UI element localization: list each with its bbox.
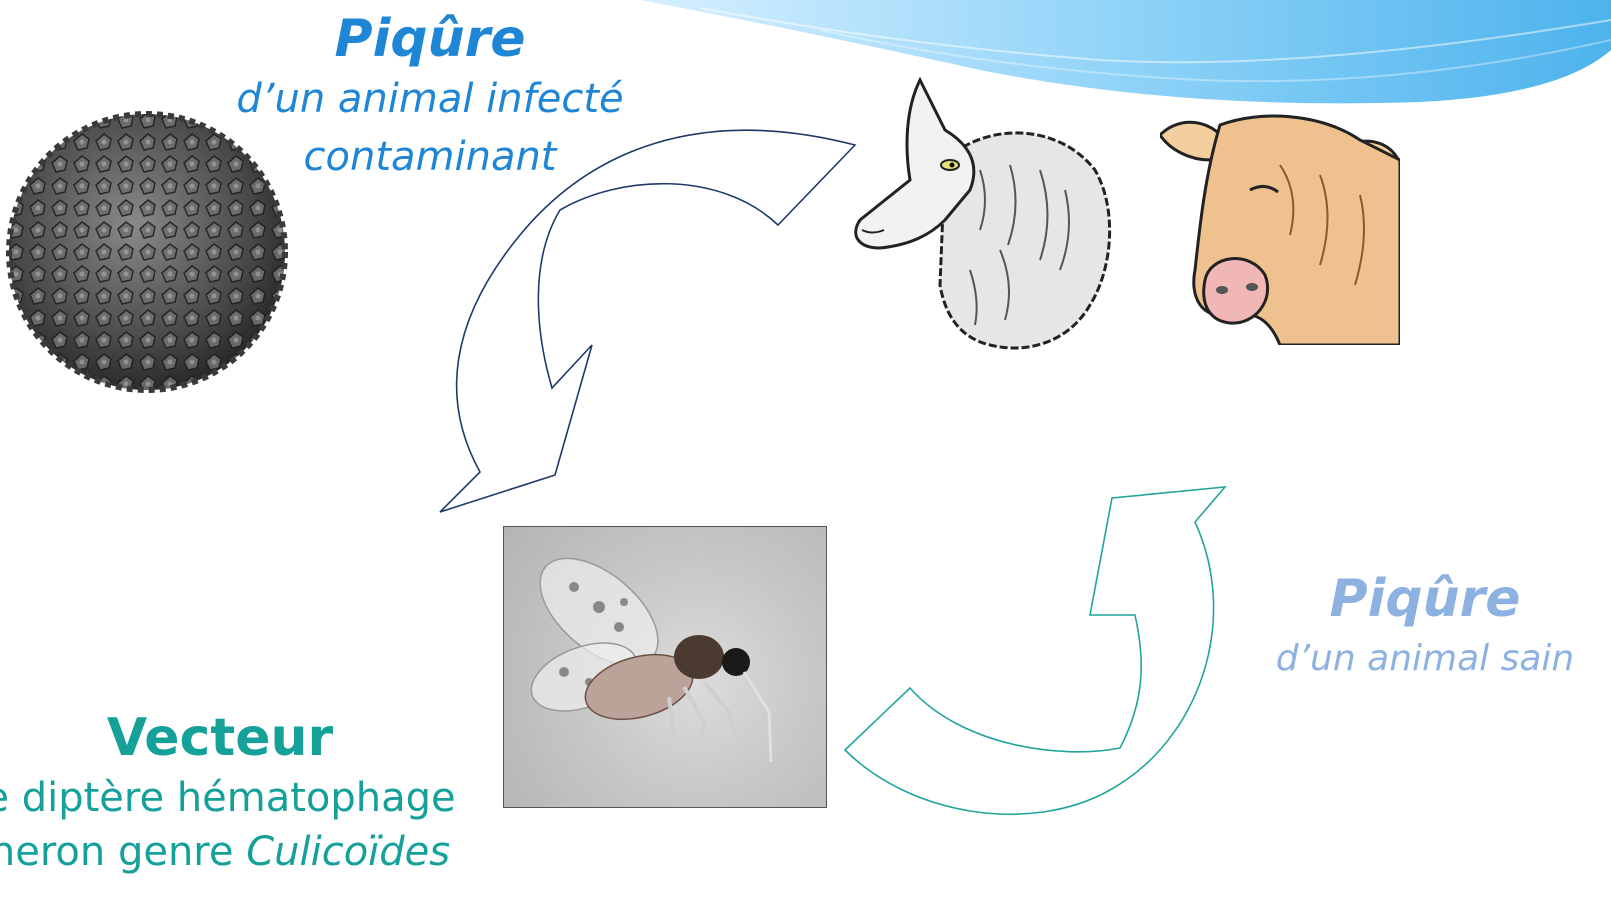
label-bite-infected: Piqûre d’un animal infecté contaminant: [210, 8, 650, 186]
arrow-host-to-vector: [440, 130, 855, 512]
vector-line1: e diptère hématophage: [0, 771, 480, 825]
arrow-vector-to-host: [845, 487, 1225, 814]
vector-line2-prefix: heron genre: [0, 829, 246, 875]
label-bite-healthy: Piqûre d’un animal sain: [1255, 568, 1595, 688]
sheep-icon: [850, 70, 1115, 360]
bite-infected-line2: contaminant: [210, 128, 650, 186]
culicoides-midge-icon: [504, 527, 826, 807]
cow-icon: [1160, 105, 1400, 345]
bite-infected-title: Piqûre: [210, 8, 650, 70]
label-vector: Vecteur e diptère hématophage heron genr…: [0, 705, 480, 879]
bite-infected-line1: d’un animal infecté: [210, 70, 650, 128]
bite-healthy-title: Piqûre: [1255, 568, 1595, 630]
vector-title: Vecteur: [0, 705, 480, 771]
culicoides-photo: [503, 526, 827, 808]
bite-healthy-line1: d’un animal sain: [1255, 630, 1595, 688]
vector-line2: heron genre Culicoïdes: [0, 825, 480, 879]
vector-genus: Culicoïdes: [246, 829, 450, 875]
